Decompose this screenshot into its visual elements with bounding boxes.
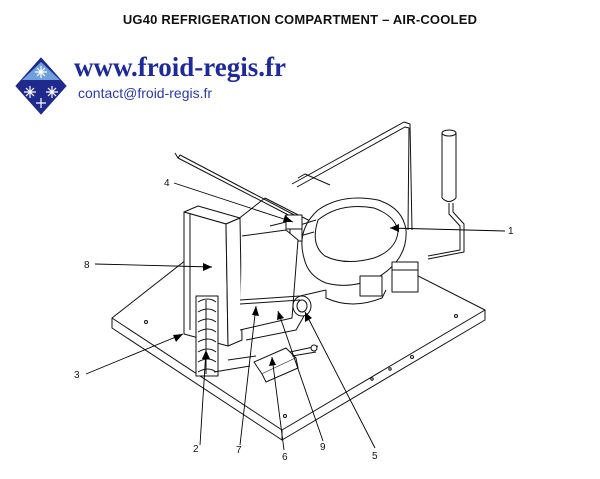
callout-7: 7 <box>236 445 242 456</box>
contact-email[interactable]: contact@froid-regis.fr <box>78 85 213 101</box>
callout-6: 6 <box>282 452 288 463</box>
drain-pan <box>253 344 319 383</box>
snowflake-logo-icon <box>15 57 67 115</box>
callout-4: 4 <box>164 178 170 189</box>
capillary-tubes <box>174 121 413 231</box>
liquid-receiver <box>427 129 465 260</box>
callout-9: 9 <box>320 442 326 453</box>
diagram-title: UG40 REFRIGERATION COMPARTMENT – AIR-COO… <box>122 12 478 27</box>
website-url[interactable]: www.froid-regis.fr <box>74 52 286 82</box>
compressor <box>299 197 419 305</box>
callout-5: 5 <box>372 451 378 462</box>
refrigerant-piping <box>213 289 327 373</box>
pressure-switch <box>292 295 312 317</box>
condenser-fan <box>239 229 299 331</box>
callout-leader-lines <box>85 182 506 451</box>
callout-arrowheads <box>173 215 399 366</box>
callout-3: 3 <box>74 370 80 381</box>
callout-1: 1 <box>508 226 514 237</box>
callout-2: 2 <box>193 444 199 455</box>
condenser-coil <box>195 295 219 377</box>
callout-8: 8 <box>84 260 90 271</box>
